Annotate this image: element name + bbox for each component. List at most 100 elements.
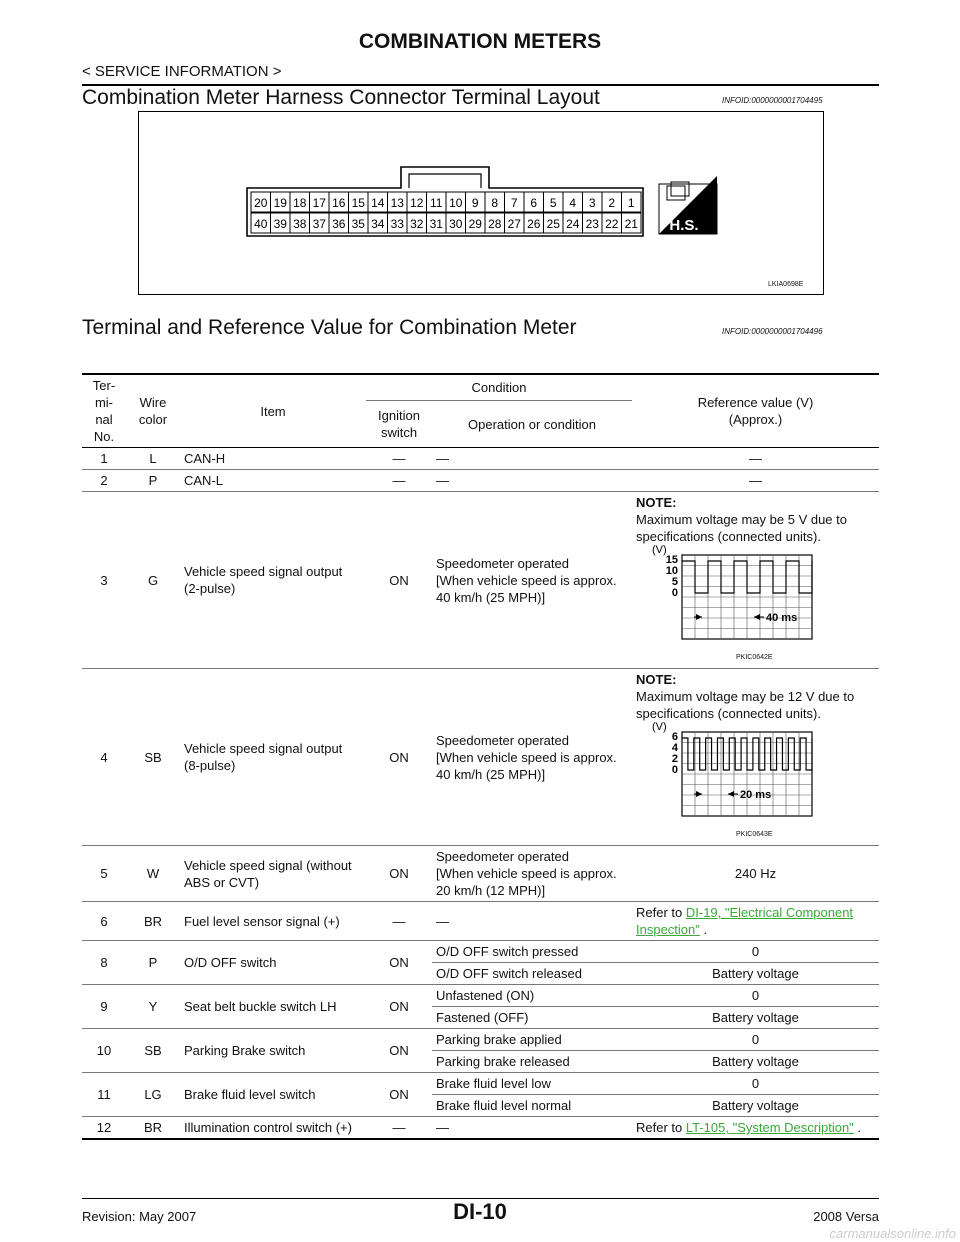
connector-pin-label: 27 [508, 217, 522, 231]
connector-pin-label: 2 [608, 196, 615, 210]
ignition: — [366, 469, 432, 492]
ignition: — [366, 1116, 432, 1140]
connector-pin-label: 40 [254, 217, 268, 231]
operation: O/D OFF switch pressed [432, 940, 632, 963]
connector-pin [621, 191, 642, 213]
wave-code: PKIC0643E [736, 831, 773, 838]
wave-tick: 5 [672, 576, 678, 588]
operation: Parking brake applied [432, 1028, 632, 1051]
terminal-no: 12 [82, 1116, 126, 1140]
connector-pin [621, 212, 642, 234]
connector-pin-label: 23 [586, 217, 600, 231]
connector-pin-label: 1 [628, 196, 635, 210]
connector-pin-label: 21 [625, 217, 639, 231]
terminal-no: 5 [82, 845, 126, 902]
model: 2008 Versa [813, 1209, 879, 1224]
ref-prefix: Refer to [636, 1120, 686, 1135]
connector-pin-label: 11 [430, 196, 443, 210]
connector-pin-label: 9 [472, 196, 479, 210]
connector-pin-label: 35 [352, 217, 366, 231]
operation: — [432, 469, 632, 492]
terminal-no: 6 [82, 901, 126, 941]
wave-unit: (V) [652, 722, 667, 733]
reference: Refer to DI-19, "Electrical Component In… [632, 901, 879, 941]
item: Fuel level sensor signal (+) [180, 901, 366, 941]
page-number: DI-10 [453, 1199, 507, 1224]
connector-pin-label: 19 [274, 196, 288, 210]
operation: — [432, 901, 632, 941]
figure-code: LKIA0698E [768, 281, 804, 288]
connector-pin-label: 15 [352, 196, 366, 210]
header-operation: Operation or condition [432, 400, 632, 448]
ignition: ON [366, 1028, 432, 1073]
ignition: — [366, 901, 432, 941]
connector-pin-label: 7 [511, 196, 518, 210]
note-text: Maximum voltage may be 5 V due to specif… [636, 512, 847, 544]
reference: Battery voltage [632, 1050, 879, 1073]
reference-note: NOTE:Maximum voltage may be 12 V due to … [632, 668, 879, 846]
item: Parking Brake switch [180, 1028, 366, 1073]
operation: Speedometer operated [When vehicle speed… [432, 491, 632, 669]
item: Vehicle speed signal output (8-pulse) [180, 668, 366, 846]
wire-color: G [126, 491, 180, 669]
wire-color: BR [126, 1116, 180, 1140]
ignition: ON [366, 1072, 432, 1117]
ignition: ON [366, 668, 432, 846]
header-reference: Reference value (V) (Approx.) [632, 374, 879, 448]
header-terminal: Ter- mi- nal No. [82, 374, 126, 448]
breadcrumb: < SERVICE INFORMATION > [82, 63, 282, 80]
hs-symbol: H.S. [658, 176, 718, 235]
ignition: ON [366, 940, 432, 985]
connector-pin-label: 17 [313, 196, 327, 210]
reference: Refer to LT-105, "System Description" . [632, 1116, 879, 1140]
connector-pin-label: 33 [391, 217, 405, 231]
reference: — [632, 447, 879, 470]
terminal-no: 3 [82, 491, 126, 669]
info-id: INFOID:0000000001704496 [722, 327, 823, 336]
reference-link[interactable]: DI-19, "Electrical Component Inspection" [636, 905, 854, 937]
operation: Speedometer operated [When vehicle speed… [432, 668, 632, 846]
wire-color: BR [126, 901, 180, 941]
ref-suffix: . [853, 1120, 862, 1135]
reference: 0 [632, 940, 879, 963]
connector-pin-label: 38 [293, 217, 307, 231]
connector-pin-label: 4 [569, 196, 576, 210]
footer-rule [82, 1198, 879, 1199]
reference: Battery voltage [632, 1094, 879, 1117]
revision: Revision: May 2007 [82, 1209, 197, 1224]
reference: — [632, 469, 879, 492]
wave-tick: 2 [672, 753, 678, 765]
operation: Speedometer operated [When vehicle speed… [432, 845, 632, 902]
connector-pin-label: 22 [605, 217, 619, 231]
operation: O/D OFF switch released [432, 962, 632, 985]
wave-tick: 6 [672, 731, 678, 743]
info-id: INFOID:0000000001704495 [722, 96, 823, 105]
note-title: NOTE: [636, 495, 677, 510]
wire-color: W [126, 845, 180, 902]
terminal-table: Ter- mi- nal No. Wire color Item Conditi… [82, 373, 879, 1140]
ref-suffix: . [699, 922, 708, 937]
reference: 0 [632, 984, 879, 1007]
reference: 240 Hz [632, 845, 879, 902]
ignition: — [366, 447, 432, 470]
section-title-terminal: Terminal and Reference Value for Combina… [82, 316, 577, 339]
header-ignition: Ignition switch [366, 400, 432, 448]
ref-prefix: Refer to [636, 905, 686, 920]
reference-link[interactable]: LT-105, "System Description" [685, 1120, 854, 1135]
connector-pin-label: 25 [547, 217, 561, 231]
connector-pin-label: 14 [371, 196, 385, 210]
header-rule [82, 84, 879, 86]
connector-pin-label: 6 [530, 196, 537, 210]
connector-pin-label: 16 [332, 196, 346, 210]
wave-tick: 15 [666, 554, 678, 566]
connector-pin-label: 31 [430, 217, 444, 231]
connector-pin-label: 29 [469, 217, 483, 231]
